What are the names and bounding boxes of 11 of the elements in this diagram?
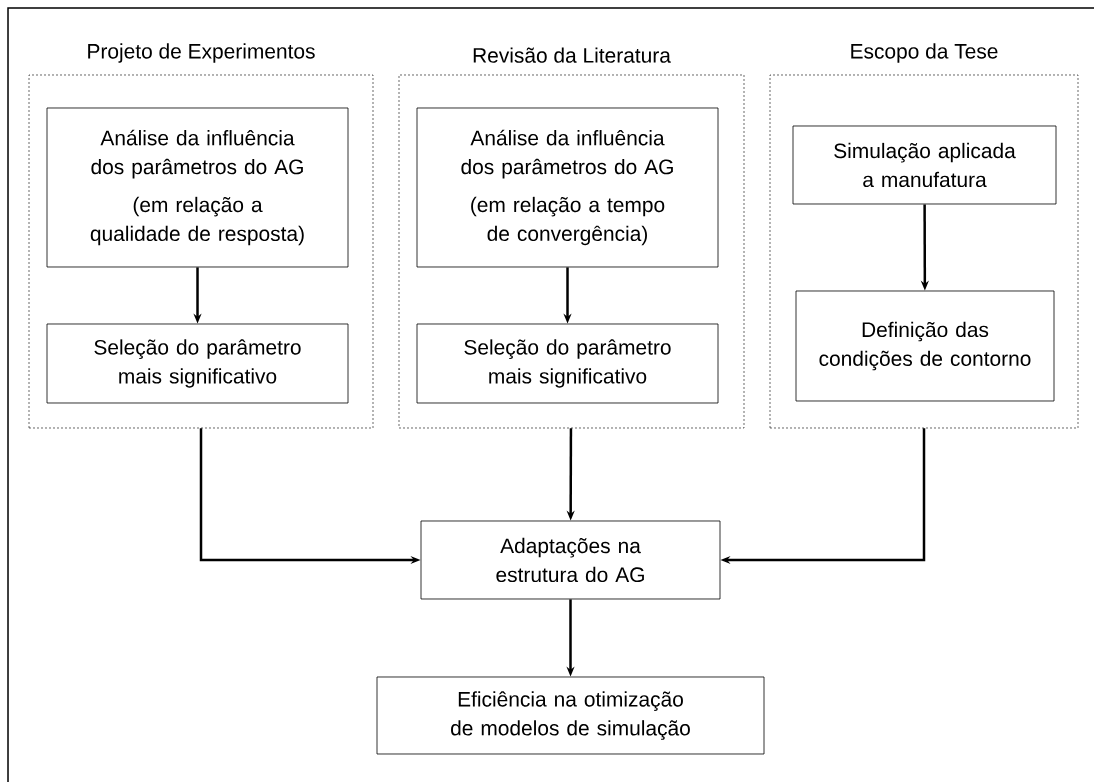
process-box: Simulação aplicada a manufatura — [792, 125, 1057, 205]
node-label: Escopo da Tese — [851, 43, 998, 63]
process-box: Análise da influência dos parâmetros do AG (em relação a qualidade de resposta) — [46, 107, 349, 268]
process-box: Seleção do parâmetro mais significativo — [46, 323, 349, 404]
process-box: Seleção do parâmetro mais significativo — [416, 323, 719, 404]
node-label: Revisão da Literatura — [473, 47, 671, 63]
process-box: Definição das condições de contorno — [795, 290, 1055, 402]
process-box: Adaptações na estrutura do AG — [420, 520, 721, 600]
process-box: Eficiência na otimização de modelos de simulação — [376, 676, 765, 755]
node-label: Projeto de Experimentos — [88, 43, 315, 63]
process-box: Análise da influência dos parâmetros do AG (em relação a tempo de convergência) — [416, 107, 719, 268]
